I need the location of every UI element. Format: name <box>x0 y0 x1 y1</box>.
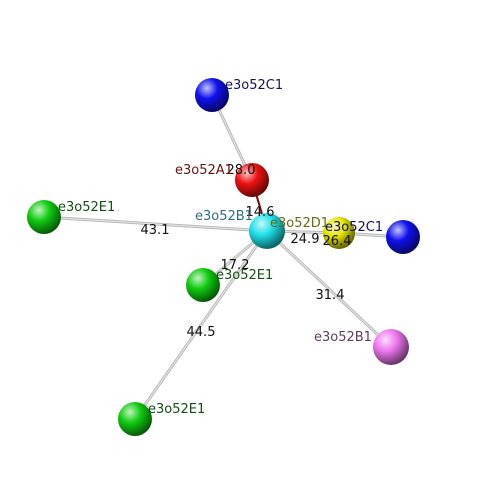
atom-blue-right[interactable] <box>386 220 420 254</box>
bond-length-label: 24.9 <box>291 232 320 247</box>
atom-label: e3o52C1 <box>225 78 283 93</box>
bond-length-label: 17.2 <box>221 258 250 273</box>
atom-red[interactable] <box>235 163 269 197</box>
bond-length-label: 43.1 <box>141 223 170 238</box>
atom-label: e3o52E1 <box>148 402 205 417</box>
atom-center[interactable] <box>249 213 285 249</box>
atom-blue-top[interactable] <box>195 78 229 112</box>
atom-label: e3o52B1 <box>314 330 372 345</box>
bond-highlight <box>134 230 268 420</box>
bond-highlight <box>43 216 268 232</box>
atom-label: e3o52E1 <box>216 268 273 283</box>
bond-length-label: 14.6 <box>246 205 275 220</box>
bonds-layer <box>43 94 404 420</box>
atom-yellow[interactable] <box>323 217 355 249</box>
atom-pink[interactable] <box>373 329 409 365</box>
atom-label: e3o52E1 <box>58 200 115 215</box>
atom-label: e3o52D1 <box>270 216 329 231</box>
atom-green-bottom[interactable] <box>118 402 152 436</box>
bond-length-label: 31.4 <box>316 288 345 303</box>
atom-label: e3o52C1 <box>325 220 383 235</box>
atoms-layer <box>27 78 420 436</box>
bond-highlight <box>266 230 392 348</box>
bond-length-label: 26.4 <box>323 234 352 249</box>
atom-label: e3o52B1 <box>195 209 253 224</box>
atom-green-left[interactable] <box>27 200 61 234</box>
bond-length-label: 28.0 <box>227 163 256 178</box>
bond-length-label: 44.5 <box>187 325 216 340</box>
atom-label: e3o52A1 <box>175 163 233 178</box>
atom-green-mid[interactable] <box>186 268 220 302</box>
